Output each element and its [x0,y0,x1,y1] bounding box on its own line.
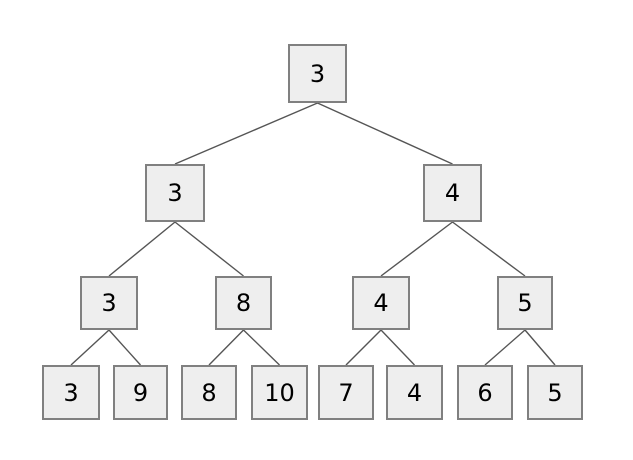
tree-edge [108,221,176,277]
tree-node-label: 5 [517,289,533,317]
tree-node-label: 6 [477,378,493,407]
tree-edge [380,329,416,366]
tree-node-label: 3 [309,59,326,88]
tree-node[interactable]: 8 [215,276,272,330]
tree-edge [174,221,244,277]
tree-node-label: 3 [101,289,117,317]
tree-node-label: 3 [167,179,183,207]
tree-edge [380,221,453,277]
tree-edge [317,102,453,165]
tree-node-label: 10 [264,378,295,407]
tree-node-leaf[interactable]: 10 [251,365,308,420]
tree-node-leaf[interactable]: 4 [386,365,443,420]
tree-edge [108,329,142,366]
tree-edge [70,329,110,366]
tree-node-label: 7 [338,378,354,407]
tree-node-label: 4 [444,179,461,207]
tree-node-label: 4 [373,289,389,317]
tree-node[interactable]: 5 [497,276,553,330]
tree-node[interactable]: 4 [352,276,410,330]
tree-node-leaf[interactable]: 8 [181,365,237,420]
tree-node[interactable]: 3 [80,276,138,330]
tree-edge [484,329,526,366]
tree-node[interactable]: 3 [145,164,205,222]
tree-edge [208,329,244,366]
tree-edge [524,329,556,366]
tree-node-label: 8 [201,378,217,407]
tree-node-label: 5 [547,378,563,407]
tree-node-leaf[interactable]: 3 [42,365,100,420]
tree-node-leaf[interactable]: 9 [113,365,168,420]
tree-edge [174,102,318,165]
tree-edge [345,329,382,366]
tree-node-label: 4 [406,378,423,407]
tree-node-label: 3 [63,378,79,407]
tree-node-label: 8 [235,289,252,317]
tree-edge [243,329,280,366]
tree-node[interactable]: 4 [423,164,482,222]
tree-edge [452,221,526,277]
tree-node-label: 9 [132,378,149,407]
tree-node-leaf[interactable]: 6 [457,365,513,420]
tree-node-root[interactable]: 3 [288,44,347,103]
tree-node-leaf[interactable]: 5 [527,365,583,420]
tree-node-leaf[interactable]: 7 [318,365,374,420]
